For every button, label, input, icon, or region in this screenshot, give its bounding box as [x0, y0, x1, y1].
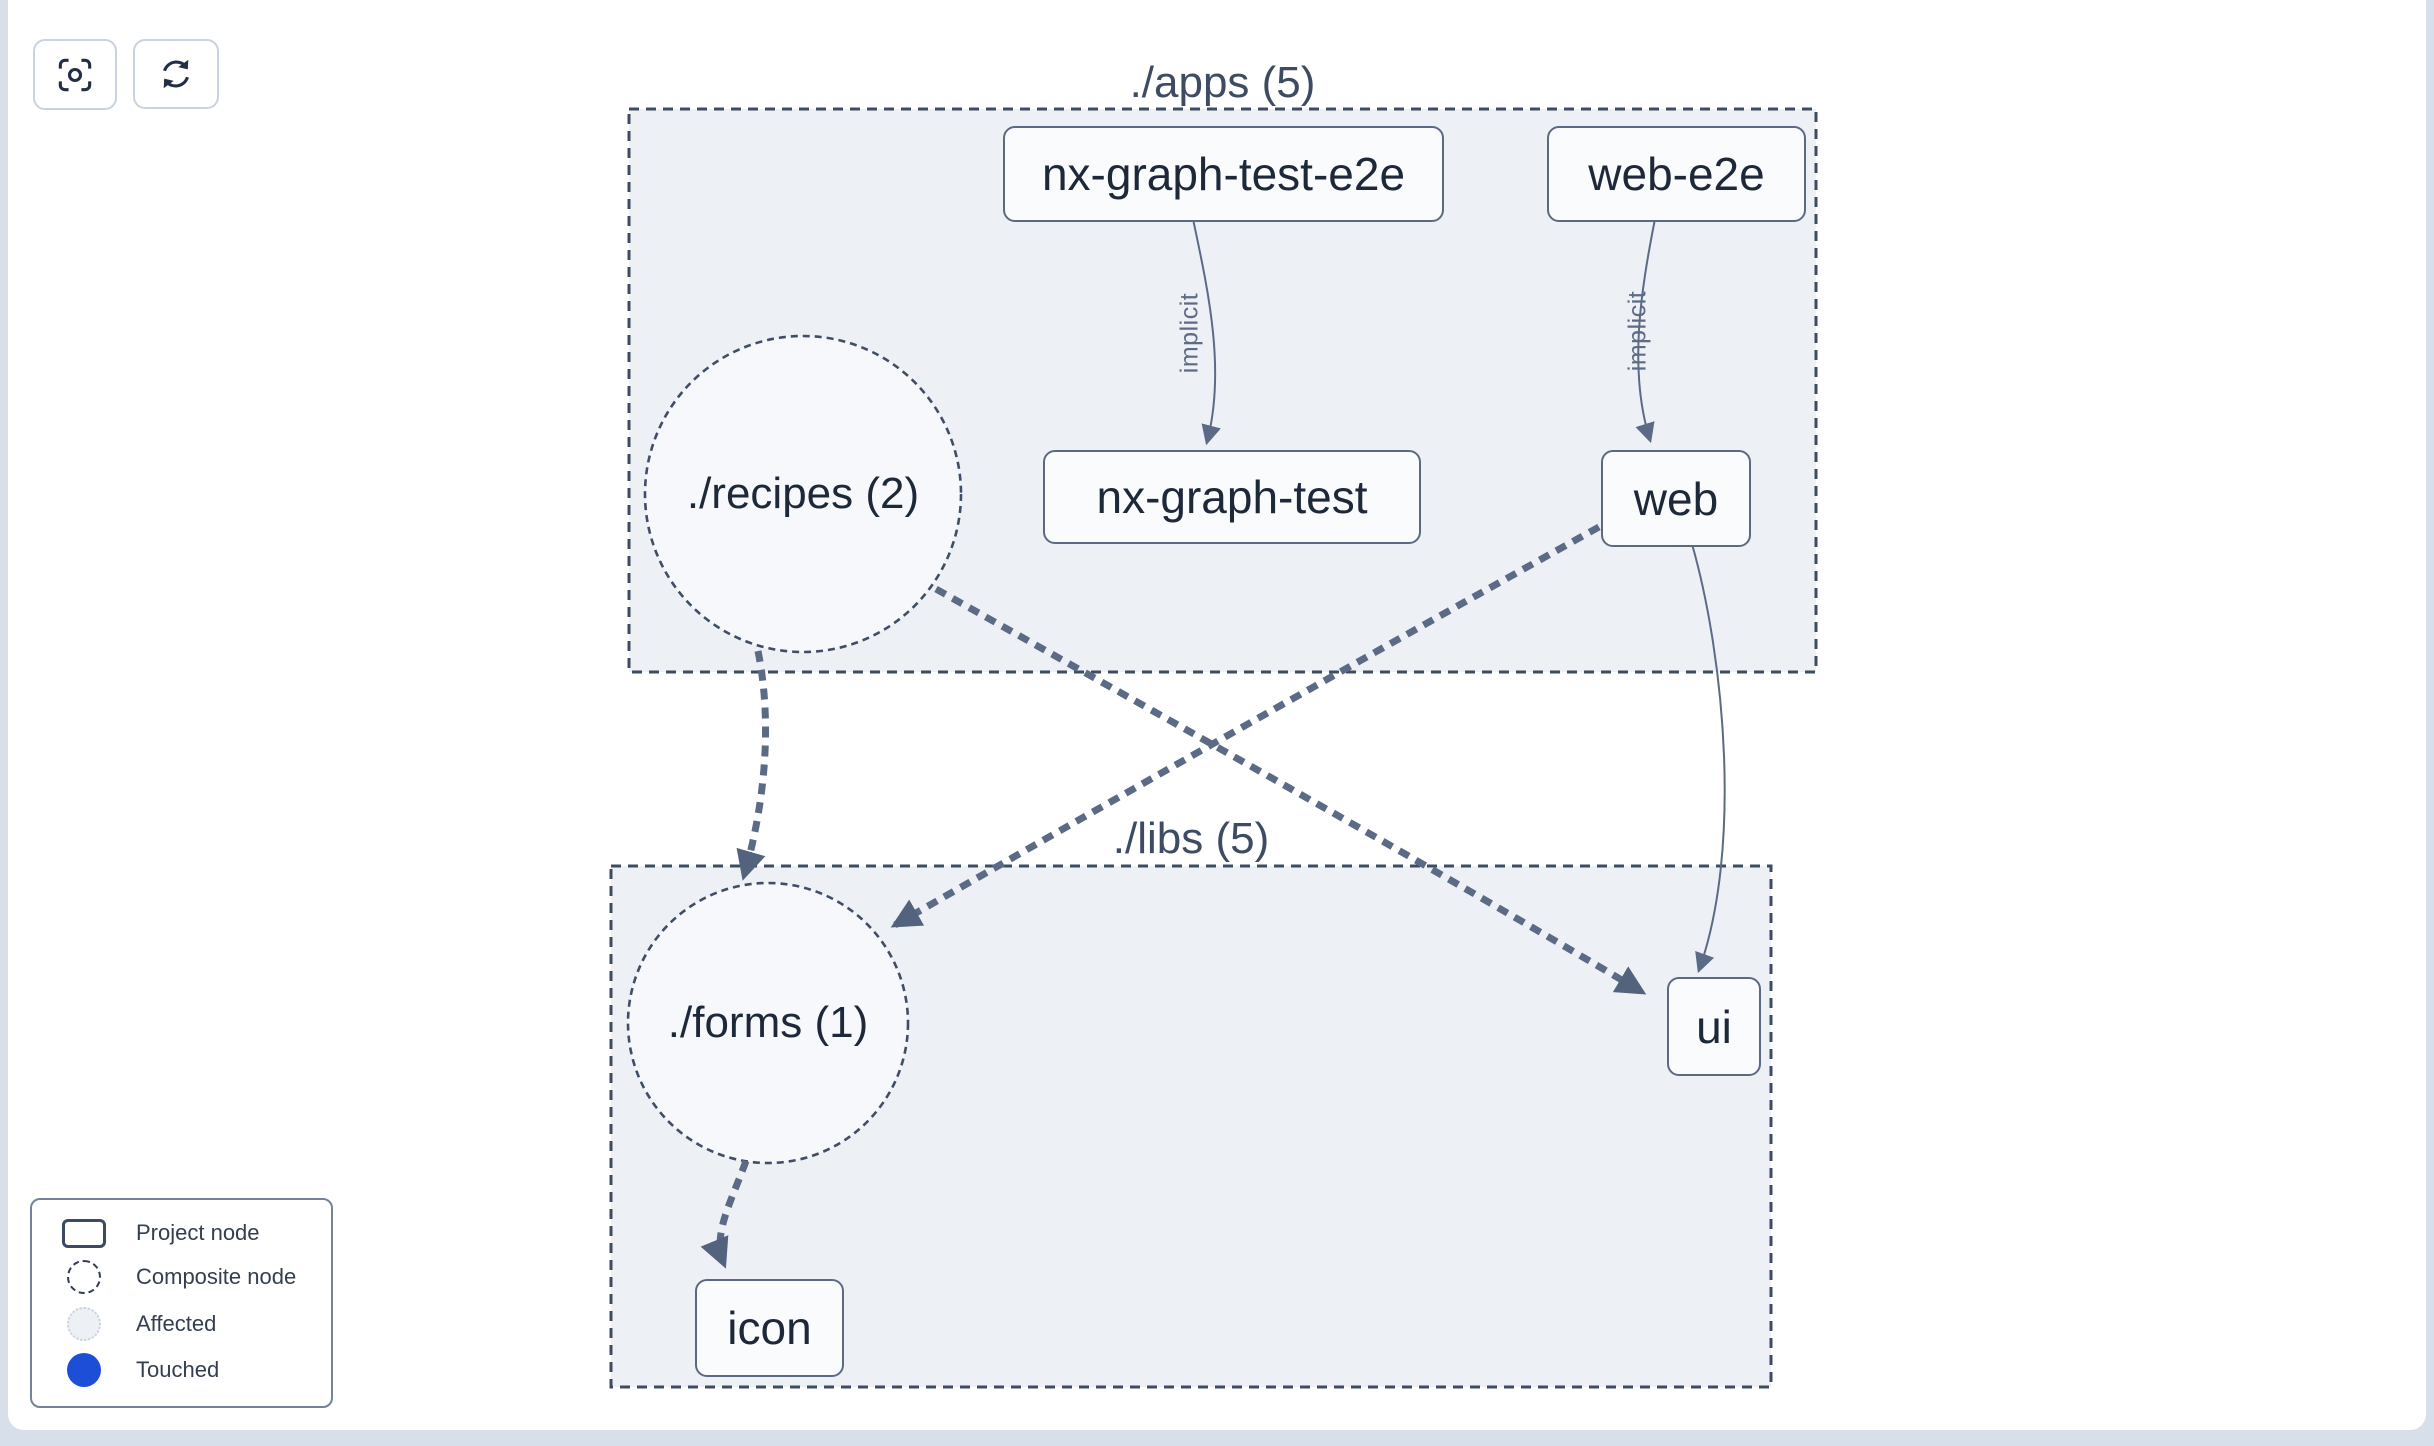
- project-node-nx-graph-test[interactable]: nx-graph-test: [1043, 450, 1421, 544]
- touched-swatch-icon: [67, 1353, 101, 1388]
- refresh-button[interactable]: [133, 39, 219, 109]
- composite-node-swatch-icon: [67, 1260, 101, 1295]
- edge-label-implicit: implicit: [1623, 290, 1652, 372]
- group-apps-label: ./apps (5): [1129, 58, 1316, 107]
- project-node-ui[interactable]: ui: [1667, 977, 1761, 1076]
- affected-swatch-icon: [67, 1306, 101, 1341]
- edge-nx-graph-test-e2e-to-nx-graph-test: [1192, 218, 1221, 446]
- project-node-icon[interactable]: icon: [695, 1279, 844, 1377]
- edge-recipes-to-ui: [934, 585, 1647, 996]
- composite-node-forms-label[interactable]: ./forms (1): [667, 998, 869, 1047]
- composite-node-recipes[interactable]: [643, 334, 963, 654]
- composite-node-forms[interactable]: [626, 881, 910, 1165]
- legend: Project node Composite node Affected Tou…: [30, 1198, 333, 1408]
- refresh-icon: [163, 59, 189, 89]
- focus-button[interactable]: [33, 39, 117, 110]
- project-node-web[interactable]: web: [1601, 450, 1751, 547]
- edge-web-to-forms: [890, 523, 1601, 929]
- legend-item-project-node: Project node: [32, 1218, 331, 1248]
- legend-item-affected: Affected: [32, 1306, 331, 1341]
- legend-item-composite-node: Composite node: [32, 1260, 331, 1295]
- edge-forms-to-icon: [700, 1159, 750, 1269]
- edge-web-e2e-to-web: [1635, 218, 1656, 444]
- project-node-nx-graph-test-e2e[interactable]: nx-graph-test-e2e: [1003, 126, 1444, 222]
- focus-icon: [58, 58, 92, 91]
- legend-item-touched: Touched: [32, 1353, 331, 1388]
- project-node-swatch-icon: [62, 1218, 106, 1248]
- edge-recipes-to-forms: [736, 650, 770, 881]
- legend-label: Affected: [136, 1310, 217, 1336]
- legend-label: Project node: [136, 1220, 260, 1246]
- project-node-web-e2e[interactable]: web-e2e: [1547, 126, 1806, 222]
- composite-node-recipes-label[interactable]: ./recipes (2): [686, 469, 920, 518]
- group-libs-label: ./libs (5): [1112, 814, 1270, 863]
- edge-label-implicit: implicit: [1175, 292, 1204, 374]
- legend-label: Composite node: [136, 1264, 297, 1290]
- edge-web-to-ui: [1691, 543, 1726, 974]
- legend-label: Touched: [136, 1357, 220, 1383]
